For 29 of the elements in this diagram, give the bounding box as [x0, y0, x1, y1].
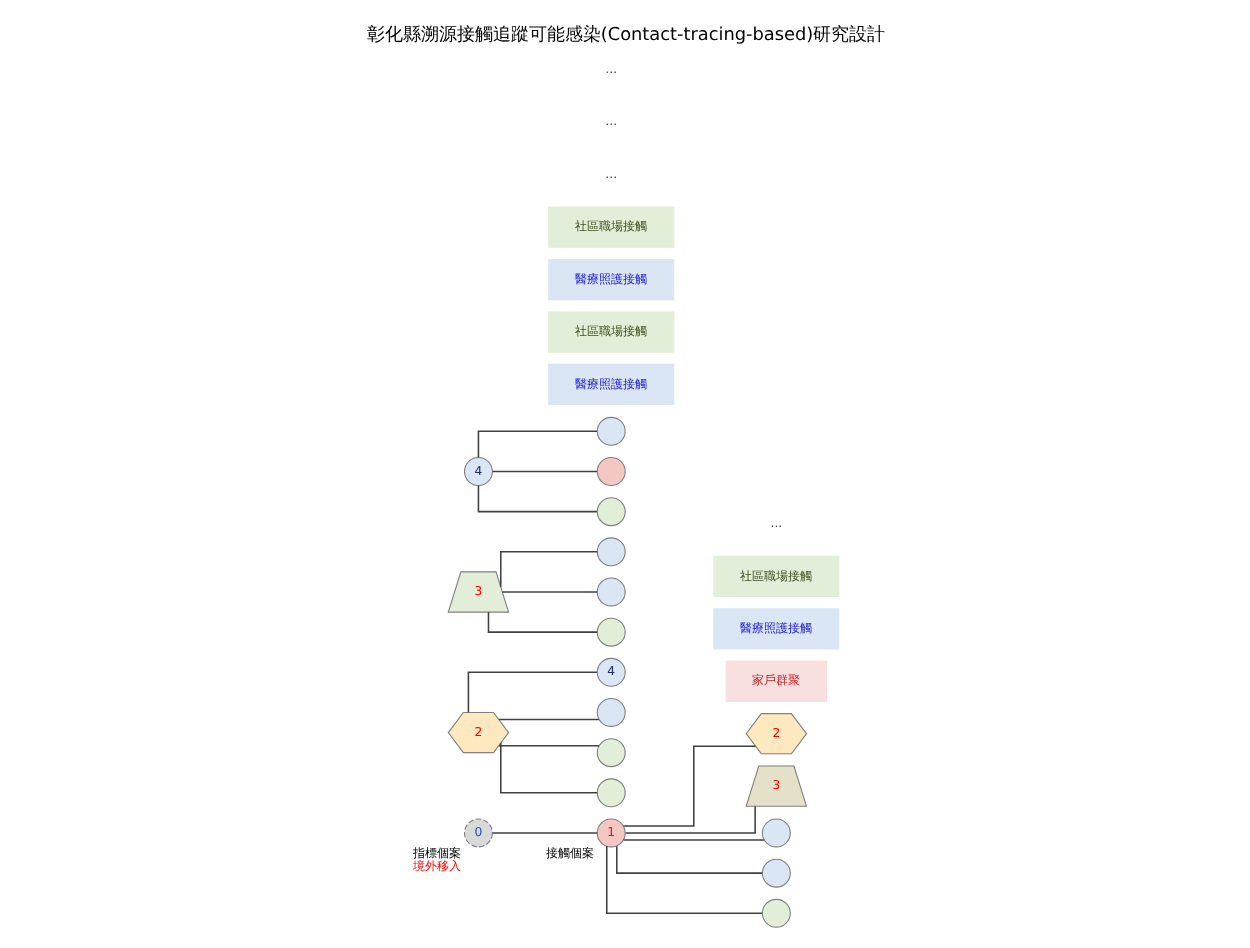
node-circle: [760, 818, 790, 848]
node-circle: [595, 698, 625, 727]
connector: [621, 839, 764, 841]
connector: [615, 845, 762, 874]
connector: [604, 845, 762, 915]
connector: [466, 671, 597, 713]
connector: [623, 805, 755, 834]
connector: [486, 611, 597, 633]
node-circle: [595, 577, 625, 607]
node-circle: [595, 416, 625, 446]
connector: [500, 591, 597, 593]
node-circle: [595, 457, 625, 486]
node-circle: [595, 778, 625, 808]
connector: [621, 745, 756, 827]
connector: [476, 484, 597, 513]
connector: [497, 718, 599, 721]
node-circle: [595, 738, 625, 768]
node-circle: [595, 617, 625, 647]
connector: [499, 742, 597, 794]
node-circle: [595, 497, 625, 527]
connector: [499, 551, 597, 588]
diagram-title: 彰化縣溯源接觸追蹤可能感染(Contact-tracing-based)研究設計: [365, 25, 885, 46]
node-circle: [760, 858, 790, 888]
node-circle: [760, 898, 790, 928]
node-circle: [595, 537, 625, 567]
connector: [490, 470, 597, 473]
connector: [497, 744, 599, 747]
connector: [476, 430, 597, 459]
connector: [490, 832, 597, 834]
